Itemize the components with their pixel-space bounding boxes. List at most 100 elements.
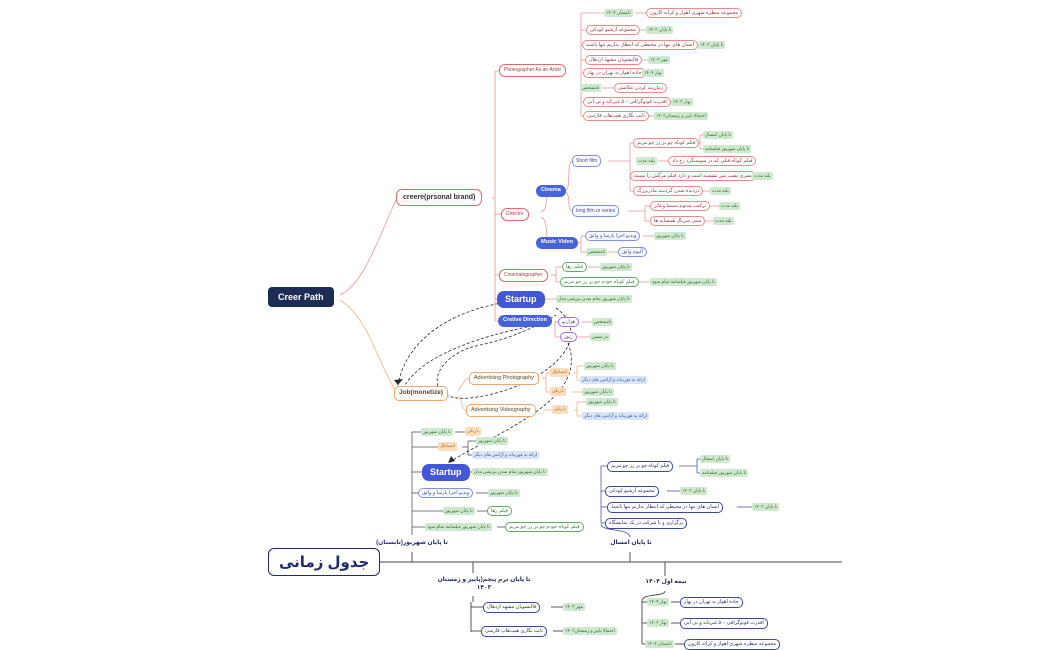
client-chip[interactable]: اسپایکل [438,442,457,451]
startup-deadline-chip[interactable]: تا پایان شهریور تمام شدن بیزینس مدل [556,295,632,303]
task-node[interactable]: فیلم کوتاه خودم چو بز رز چو مریم [505,522,584,532]
date-chip[interactable]: نامشخص [586,248,608,256]
date-chip[interactable]: تا پایان شهریور تمام شدن بیزینس مدل [472,468,548,476]
date-chip[interactable]: بلند مدت [636,157,657,165]
timeline-milestone-h1-1404[interactable]: نیمه اول ۱۴۰۴ [645,579,687,585]
task-node[interactable]: دزدیده شدن گردنبند مادربزرگ [633,186,704,196]
client-chip[interactable]: اسپایکل [550,368,569,377]
node-job-monetize[interactable]: Job(monetize) [394,386,449,401]
task-node[interactable]: اقدرت فوتوگرافی -۵۰ غیرتابه و بی آبی [583,97,671,107]
date-chip[interactable]: تا پایان شهریور [654,232,686,240]
client-chip[interactable]: باریکن [550,387,566,396]
date-chip[interactable]: بلند مدت [713,217,734,225]
task-node[interactable]: قالیشویان مشهد اردهال [483,602,541,613]
date-chip[interactable]: مهر ۱۴۰۳ [648,56,670,64]
date-chip[interactable]: بهار ۱۴۰۳ [671,98,693,106]
task-node[interactable]: تایپ نگاری هیپ‌هاپ فارسی [481,626,547,637]
task-node[interactable]: تایپ نگاری هیپ‌هاپ فارسی [583,111,649,121]
client-chip[interactable]: باریکن [465,427,481,436]
date-chip[interactable]: تا پایان امسال [703,131,733,139]
note-chip[interactable]: ارائه به فوریباند و آژانس های دیگر [472,451,540,459]
note-chip[interactable]: ارائه به فوریباند و آژانس های دیگر [582,412,650,420]
date-chip[interactable]: تا پایان شهریور [421,428,453,436]
task-node[interactable]: اقدرت فوتوگرافی -۵۰ غیرتابه و بی آبی [680,618,768,629]
date-chip[interactable]: تا پایان شهریور [488,489,520,497]
node-creere-personal-brand[interactable]: creere(prsonal brand) [396,189,483,206]
node-director[interactable]: Director [501,208,529,221]
node-cinematographer[interactable]: Cinematographer [499,269,548,282]
date-chip[interactable]: تا پایان شهریور فیلمنامه [700,469,749,477]
timeline-milestone-term5[interactable]: تا پایان ترم پنجم(پاییز و زمستان ۱۴۰۳ [436,576,532,593]
task-node[interactable]: زمان‌بند کردن عکاسی [614,83,668,93]
date-chip[interactable]: تا پایان شهریور [584,362,616,370]
node-startup-bottom[interactable]: Startup [422,464,470,481]
task-node[interactable]: فیلم رها [487,506,512,516]
node-advertising-videography[interactable]: Advertising Videography [466,404,536,417]
date-chip[interactable]: در مسیر [590,333,610,341]
date-chip[interactable]: بلند مدت [752,172,773,180]
task-node[interactable]: پسری پشت میز نشسته است و دارد فیلم مرگش … [630,171,757,181]
task-node[interactable]: فیلم رها [562,262,587,272]
date-chip[interactable]: تا پایان شهریور فیلمنامه تمام شود [650,278,717,286]
task-node[interactable]: مینی سریال همسایه ها [650,216,706,226]
task-node[interactable]: مجموعه آرشیو کودکی [586,25,640,35]
node-cretive-direction[interactable]: Cretive Direction [498,315,553,327]
date-chip[interactable]: بهار ۱۴۰۴ [642,69,664,77]
node-creer-path[interactable]: Creer Path [268,287,334,307]
node-short-film[interactable]: Short film [572,155,602,167]
date-chip[interactable]: نامشخص [592,318,614,326]
date-chip[interactable]: بهار ۱۴۰۳ [647,619,669,627]
date-chip[interactable]: تا پایان شهریور [586,398,618,406]
date-chip[interactable]: بهار ۱۴۰۴ [647,598,669,606]
date-chip[interactable]: احتمالا پاییز و زمستان۱۴۰۳ [563,627,617,635]
task-node[interactable]: مجموعه منظره شهری اهواز و کرانه کارون [646,8,743,18]
date-chip[interactable]: تا پایان ۱۴۰۳ [752,503,780,511]
task-node[interactable]: ویدیو اجرا پارسا و واثق [418,488,474,498]
date-chip[interactable]: تابستان ۱۴۰۴ [604,9,633,17]
task-node[interactable]: فیلم کوتاه قتلی که در سوسنگرد رخ داد [668,156,757,166]
timeline-milestone-summer[interactable]: تا پایان شهریور(تابستان) [376,540,448,546]
date-chip[interactable]: بلند مدت [719,202,740,210]
task-node[interactable]: ویدیو اجرا پارسا و واثق [585,231,641,241]
task-node[interactable]: آلبوم واثق [618,247,647,257]
date-chip[interactable]: تا پایان شهریور فیلمنامه تمام شود [425,523,492,531]
task-node[interactable]: ریور [560,332,577,342]
task-node[interactable]: هزارتو [558,317,580,327]
date-chip[interactable]: تا پایان شهریور [443,507,475,515]
date-chip[interactable]: مهر ۱۴۰۳ [563,603,585,611]
date-chip[interactable]: تا پایان ۱۴۰۳ [646,26,674,34]
node-cinema[interactable]: Cinema [536,185,566,197]
task-node[interactable]: برگزاری و یا شرکت در یک نمایشگاه [605,518,687,529]
date-chip[interactable]: تابستان ۱۴۰۴ [645,640,674,648]
date-chip[interactable]: بلند مدت [710,187,731,195]
date-chip[interactable]: تا پایان ۱۴۰۳ [680,487,708,495]
node-long-film-or-series[interactable]: long film or series [572,205,620,217]
node-photographer-as-artist[interactable]: Photographer As an Artist [499,64,566,77]
note-chip[interactable]: ارائه به فوریباند و آژانس های دیگر [580,376,648,384]
date-chip[interactable]: تا پایان شهریور [600,263,632,271]
node-startup[interactable]: Startup [497,291,545,308]
task-node[interactable]: فیلم کوتاه خودم چو بز رز چو مریم [560,277,639,287]
task-node[interactable]: انسان های تنها در محیطی که انتظار نداریم… [607,502,723,513]
task-node[interactable]: فیلم کوتاه چو بز رز چو مریم [607,461,674,472]
client-chip[interactable]: باریکن [552,405,568,414]
task-node[interactable]: جاده اهواز به تهران در بهار [583,68,646,78]
node-music-video[interactable]: Music Video [536,237,578,249]
task-node[interactable]: فیلم کوتاه چو بز رز چو مریم [633,138,700,148]
timeline-title[interactable]: جدول زمانی [268,548,381,576]
task-node[interactable]: مجموعه منظره شهری اهواز و کرانه کارون [684,639,781,650]
date-chip[interactable]: تا پایان شهریور فیلمنامه [703,145,752,153]
date-chip[interactable]: احتمالا پاییز و زمستان۱۴۰۳ [654,112,708,120]
date-chip[interactable]: تا پایان ۱۴۰۳ [698,41,726,49]
node-advertising-photography[interactable]: Advertising Photography [469,372,539,385]
task-node[interactable]: انسان های تنها در محیطی که انتظار نداریم… [582,40,698,50]
date-chip[interactable]: تا پایان شهریور [582,388,614,396]
task-node[interactable]: مجموعه آرشیو کودکی [605,486,659,497]
timeline-milestone-year-end[interactable]: تا پایان امسال [610,540,652,546]
date-chip[interactable]: نامشخص [580,84,602,92]
date-chip[interactable]: تا پایان امسال [700,455,730,463]
task-node[interactable]: ترکیب مدیوم سینما وتئاتر [650,201,711,211]
task-node[interactable]: قالیشویان مشهد اردهال [585,55,643,65]
date-chip[interactable]: تا پایان شهریور [476,437,508,445]
task-node[interactable]: جاده اهواز به تهران در بهار [680,597,743,608]
